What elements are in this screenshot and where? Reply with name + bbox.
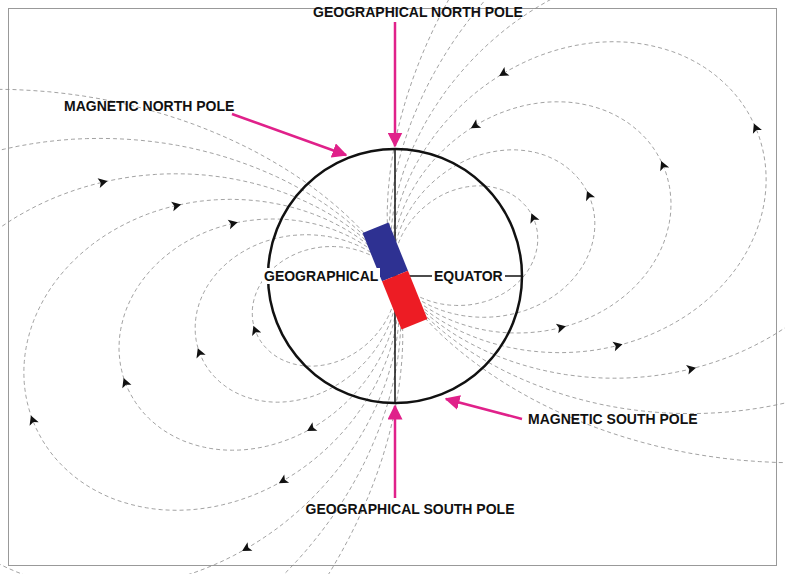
field-line: [387, 0, 785, 463]
field-line: [394, 150, 595, 317]
field-arrowhead: [660, 161, 669, 171]
field-arrowhead: [686, 365, 696, 375]
field-line: [391, 0, 785, 378]
field-line: [119, 219, 397, 450]
field-line: [252, 247, 395, 367]
field-arrowhead: [753, 123, 762, 133]
magnet-south: [382, 271, 427, 330]
pole-label: GEOGRAPHICAL NORTH POLE: [311, 4, 525, 20]
pole-label: EQUATOR: [432, 268, 505, 284]
field-arrowhead: [228, 220, 238, 230]
pole-label: MAGNETIC SOUTH POLE: [526, 411, 700, 427]
field-arrowhead: [586, 191, 595, 201]
pointer-arrow: [232, 114, 346, 155]
frame: [9, 9, 777, 566]
pole-label: MAGNETIC NORTH POLE: [62, 98, 236, 114]
field-arrowhead: [122, 378, 131, 388]
field-arrowhead: [171, 202, 181, 212]
pointer-arrow: [446, 399, 522, 419]
field-arrowhead: [98, 178, 108, 188]
field-arrowhead: [499, 67, 509, 76]
field-arrowhead: [30, 416, 39, 426]
pointer-arrow: [394, 406, 397, 498]
field-line: [195, 235, 396, 403]
field-arrowhead: [279, 474, 289, 483]
field-line: [395, 186, 538, 306]
field-arrowhead: [612, 342, 622, 352]
field-arrowhead: [530, 213, 539, 223]
field-arrowhead: [252, 326, 261, 336]
field-line: [393, 102, 671, 333]
pole-label: GEOGRAPHICAL: [262, 268, 380, 284]
field-line: [389, 0, 785, 414]
field-line: [24, 199, 398, 510]
field-arrowhead: [471, 119, 481, 128]
field-arrowhead: [242, 542, 252, 551]
pole-label: GEOGRAPHICAL SOUTH POLE: [304, 501, 517, 517]
field-arrowhead: [196, 348, 205, 358]
field-arrowhead: [556, 324, 566, 334]
pointer-arrow: [394, 22, 397, 146]
field-arrowhead: [307, 422, 317, 431]
